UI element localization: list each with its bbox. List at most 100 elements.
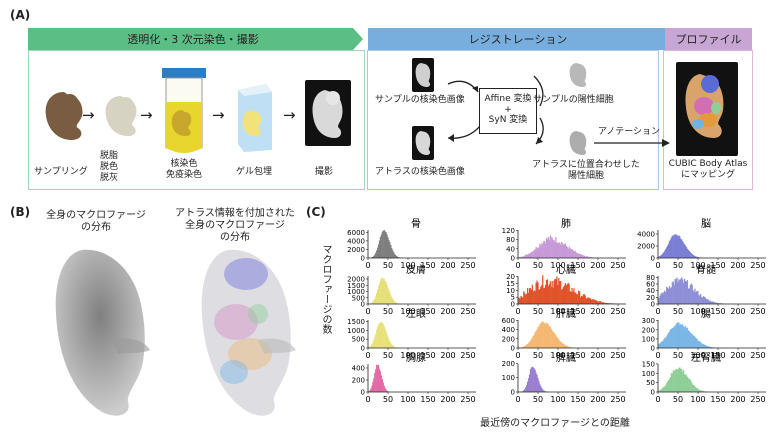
histogram-bar [528,288,531,304]
histogram-bar [531,252,533,258]
y-tick-label: 200 [502,360,515,368]
y-tick-label: 300 [642,317,655,325]
histogram-bar [535,372,537,392]
histogram-bar [717,302,719,304]
histogram-bar [664,386,666,392]
histogram-bar [698,295,700,304]
histogram-bar [559,340,561,348]
banner-profile: プロファイル [675,33,742,46]
x-tick-label: 250 [750,261,765,270]
histogram-bar [537,326,539,348]
histogram-bar [371,385,373,392]
sample-nuclei-thumb [412,58,434,92]
histogram-bar [666,383,668,392]
histogram-bar [702,344,705,348]
histogram-bar [666,287,669,304]
histogram-bar [570,291,572,304]
histogram-bar [562,244,565,258]
histogram-bar [556,242,558,258]
histogram-bar [581,254,584,258]
histogram-bar [684,326,687,348]
histogram-bar [391,344,393,348]
histogram-bar [667,243,670,258]
histogram-bar [665,385,667,392]
histogram-bar [659,255,661,258]
histogram-bar [380,375,383,392]
histogram-bar [368,347,370,348]
histogram-bar [561,343,564,348]
histogram-bar [590,298,592,304]
histogram-bar [532,335,534,348]
histogram-bar [538,381,540,392]
histogram-bar [379,322,382,348]
y-tick-label: 20 [506,273,515,281]
histogram-bar [577,253,579,258]
y-tick-label: 200 [502,335,515,343]
histogram-bar [659,343,661,348]
histogram-bar [684,245,687,258]
histogram-bar [377,365,380,392]
histogram-bar [675,368,677,392]
histogram-bar [694,336,696,348]
histogram-bar [601,302,603,304]
histogram-bar [394,346,396,348]
histogram-bar [687,288,690,304]
histogram-bar [686,280,689,304]
x-tick-label: 200 [440,307,455,316]
histogram-bar [546,279,549,304]
histogram-bar [702,391,705,392]
histogram-bar [713,301,715,304]
histogram-bar [671,373,673,392]
histogram-bar [370,303,372,304]
histogram-bar [558,339,560,348]
histogram-bar [680,368,682,392]
histogram-bar [571,248,573,258]
histogram-bar [677,235,679,258]
histogram-bar [570,249,572,258]
histogram-bar [381,278,383,304]
histogram-bar [550,286,552,304]
histogram-bar [696,338,698,348]
histogram-bar [382,230,384,258]
histogram-bar [676,235,678,258]
histogram-bar [390,244,392,258]
histogram-bar [589,257,591,258]
histogram-bar [531,366,533,392]
histogram-bar [708,346,710,348]
histogram-bar [392,345,394,348]
x-tick-label: 0 [655,395,660,404]
histogram-bar [532,367,534,392]
x-tick-label: 0 [365,351,370,360]
histogram-bar [678,367,680,392]
x-tick-label: 100 [400,307,415,316]
histogram-title: 左腎臓 [691,351,721,364]
histogram-bar [545,237,548,258]
histogram-bar [568,246,570,258]
x-tick-label: 0 [365,261,370,270]
histogram-bar [678,235,680,258]
histogram-bar [374,298,376,304]
histogram-bar [567,282,569,304]
histogram-bar [683,242,685,258]
x-tick-label: 100 [690,261,705,270]
registration-frame [367,50,659,190]
histogram-bar [568,284,570,304]
y-tick-label: 0 [651,389,655,397]
histogram-bar [531,337,533,348]
histogram-bar [567,248,569,258]
histogram-bar [700,390,702,392]
x-tick-label: 100 [550,395,565,404]
histogram-bar [587,256,589,258]
histogram-bar [687,249,690,258]
histogram-bar [706,299,708,304]
aligned-positive-thumb [566,126,592,160]
x-tick-label: 150 [710,307,725,316]
histogram-bar [384,387,386,392]
x-tick-label: 200 [730,307,745,316]
histogram-bar [540,323,542,348]
arrow-icon: → [140,106,153,124]
y-tick-label: 200 [642,326,655,334]
histogram-bar [600,302,602,304]
x-tick-label: 100 [550,261,565,270]
